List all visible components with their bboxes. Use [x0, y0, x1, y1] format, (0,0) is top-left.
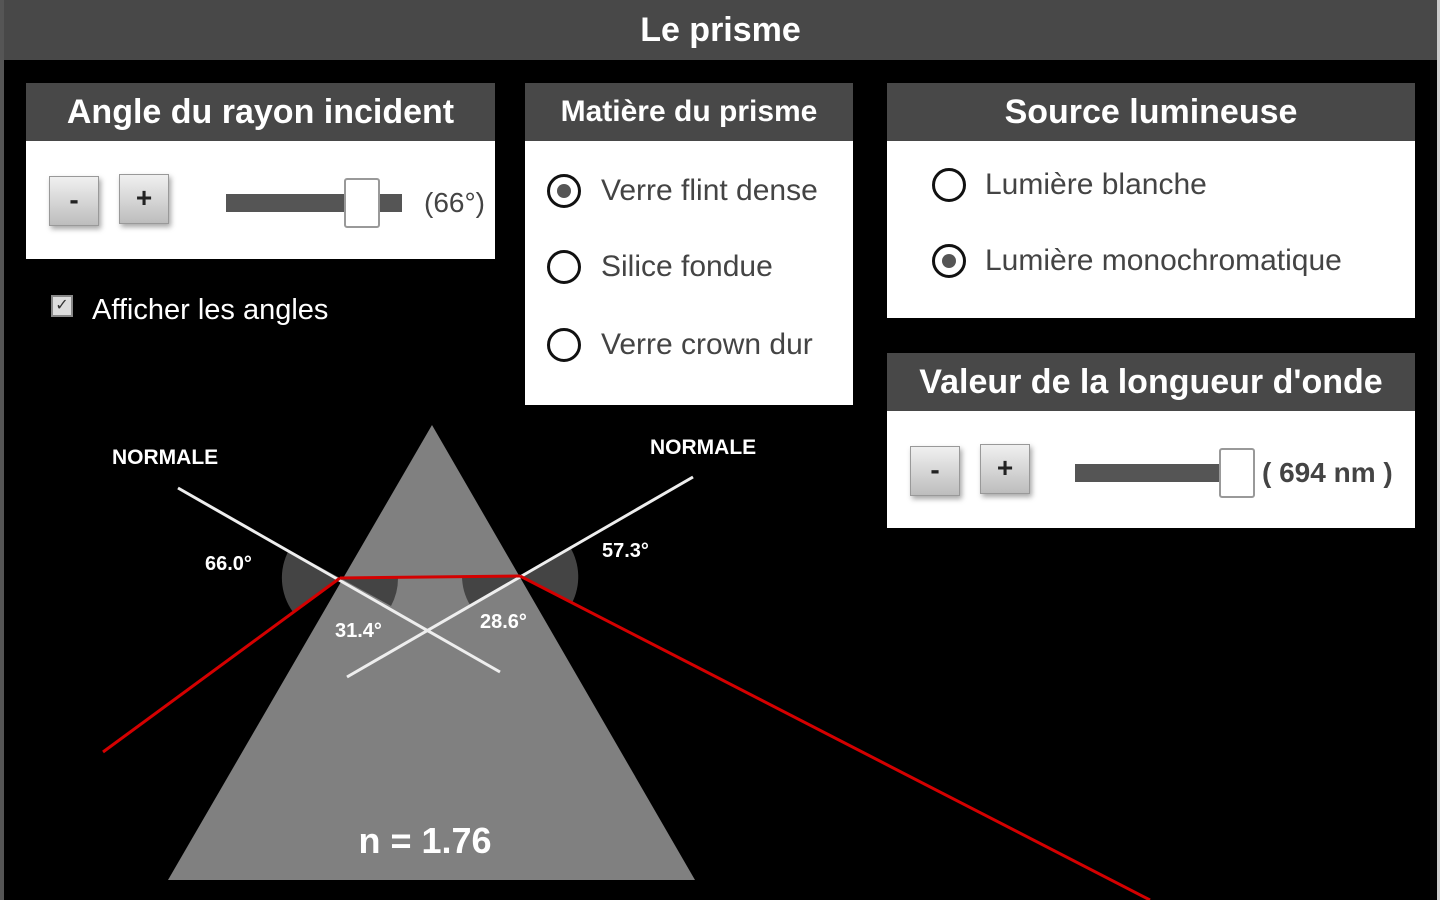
emergent-ray	[519, 574, 1151, 900]
normal-label-left: NORMALE	[112, 446, 218, 469]
show-angles-label: Afficher les angles	[92, 294, 329, 326]
angle-arc-incident	[281, 550, 340, 612]
increase-angle-button[interactable]: +	[119, 174, 169, 224]
angle-slider-thumb[interactable]	[344, 178, 380, 228]
angle-label-emergent: 57.3°	[602, 540, 649, 562]
radio-silica-label[interactable]: Silice fondue	[601, 250, 773, 283]
normal-line-left	[177, 486, 501, 674]
angle-arc-refracted-2	[462, 576, 520, 605]
radio-silica[interactable]	[547, 250, 581, 284]
increase-wavelength-button[interactable]: +	[980, 444, 1030, 494]
panel-title: Angle du rayon incident	[26, 83, 495, 141]
normal-line-right	[346, 475, 694, 679]
panel-title: Valeur de la longueur d'onde	[887, 353, 1415, 411]
app-title: Le prisme	[4, 0, 1437, 60]
radio-monochromatic-label[interactable]: Lumière monochromatique	[985, 244, 1342, 277]
wavelength-value: ( 694 nm )	[1262, 457, 1393, 488]
angle-label-refracted-2: 28.6°	[480, 611, 527, 633]
radio-white-light-label[interactable]: Lumière blanche	[985, 168, 1207, 201]
radio-crown[interactable]	[547, 328, 581, 362]
angle-label-refracted-1: 31.4°	[335, 620, 382, 642]
angle-arc-emergent	[520, 547, 579, 603]
radio-white-light[interactable]	[932, 168, 966, 202]
wavelength-panel: Valeur de la longueur d'onde - + ( 694 n…	[887, 353, 1415, 528]
internal-ray	[339, 574, 521, 580]
radio-monochromatic[interactable]	[932, 244, 966, 278]
panel-title: Source lumineuse	[887, 83, 1415, 141]
radio-crown-label[interactable]: Verre crown dur	[601, 328, 813, 361]
light-source-panel: Source lumineuse Lumière blanche Lumière…	[887, 83, 1415, 318]
window-edge	[0, 0, 4, 900]
wavelength-slider[interactable]	[1075, 464, 1235, 482]
prism	[168, 425, 695, 880]
refractive-index: n = 1.76	[358, 820, 491, 861]
material-panel: Matière du prisme Verre flint dense Sili…	[525, 83, 853, 405]
window-edge	[1437, 0, 1440, 900]
radio-flint-label[interactable]: Verre flint dense	[601, 174, 818, 207]
normal-label-right: NORMALE	[650, 436, 756, 459]
wavelength-slider-thumb[interactable]	[1219, 448, 1255, 498]
radio-flint[interactable]	[547, 174, 581, 208]
panel-title: Matière du prisme	[525, 83, 853, 141]
angle-value: (66°)	[424, 187, 485, 218]
angle-arc-refracted-1	[340, 577, 399, 606]
incident-angle-panel: Angle du rayon incident - + (66°)	[26, 83, 495, 259]
decrease-wavelength-button[interactable]: -	[910, 446, 960, 496]
show-angles-checkbox[interactable]: ✓	[51, 295, 73, 317]
incident-ray	[102, 576, 341, 754]
angle-label-incident: 66.0°	[205, 553, 252, 575]
decrease-angle-button[interactable]: -	[49, 176, 99, 226]
